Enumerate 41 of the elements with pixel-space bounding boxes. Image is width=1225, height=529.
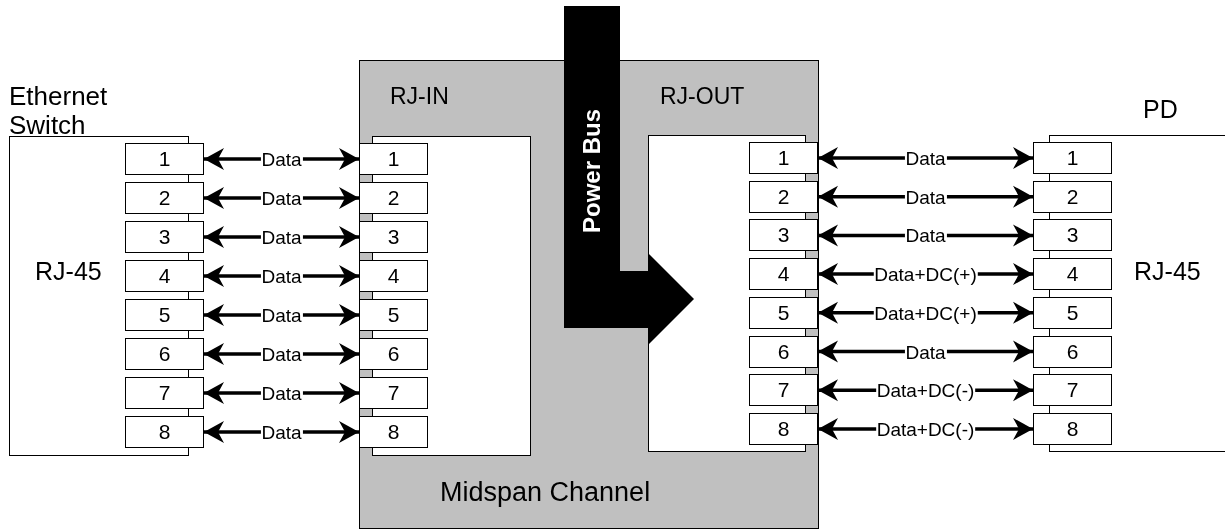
pin-box: 2 [125, 182, 204, 214]
pin-box: 5 [359, 299, 428, 331]
device-title: Ethernet Switch [9, 82, 109, 140]
pin-box: 4 [1033, 258, 1112, 291]
pin-box: 6 [359, 338, 428, 370]
pin-box: 2 [359, 182, 428, 214]
pin-box: 8 [125, 416, 204, 448]
pin-box: 7 [749, 374, 818, 407]
pin-box: 3 [125, 221, 204, 253]
pin-box: 6 [749, 335, 818, 368]
pin-box: 8 [1033, 412, 1112, 445]
pin-box: 3 [359, 221, 428, 253]
pin-box: 4 [359, 260, 428, 292]
midspan-label: Midspan Channel [440, 478, 651, 508]
port-label: RJ-IN [390, 84, 449, 110]
pin-box: 8 [359, 416, 428, 448]
pin-box: 5 [1033, 296, 1112, 329]
device-title: PD [1143, 96, 1178, 124]
pin-box: 2 [749, 180, 818, 213]
midspan-box [359, 60, 819, 529]
connector-label: RJ-45 [35, 258, 102, 286]
pin-box: 1 [125, 143, 204, 175]
pin-box: 1 [1033, 142, 1112, 174]
pin-box: 6 [1033, 335, 1112, 368]
power-bus-label: Power Bus [578, 109, 606, 233]
port-label: RJ-OUT [660, 84, 745, 110]
connector-label: RJ-45 [1134, 258, 1201, 286]
pin-box: 8 [749, 412, 818, 445]
pin-box: 5 [125, 299, 204, 331]
pin-box: 1 [749, 142, 818, 174]
pin-box: 4 [749, 258, 818, 291]
pin-box: 1 [359, 143, 428, 175]
pin-box: 3 [1033, 219, 1112, 252]
pin-box: 2 [1033, 180, 1112, 213]
pin-box: 5 [749, 296, 818, 329]
pin-box: 7 [1033, 374, 1112, 407]
pin-box: 7 [359, 377, 428, 409]
pin-box: 7 [125, 377, 204, 409]
pin-box: 3 [749, 219, 818, 252]
pin-box: 6 [125, 338, 204, 370]
pin-box: 4 [125, 260, 204, 292]
